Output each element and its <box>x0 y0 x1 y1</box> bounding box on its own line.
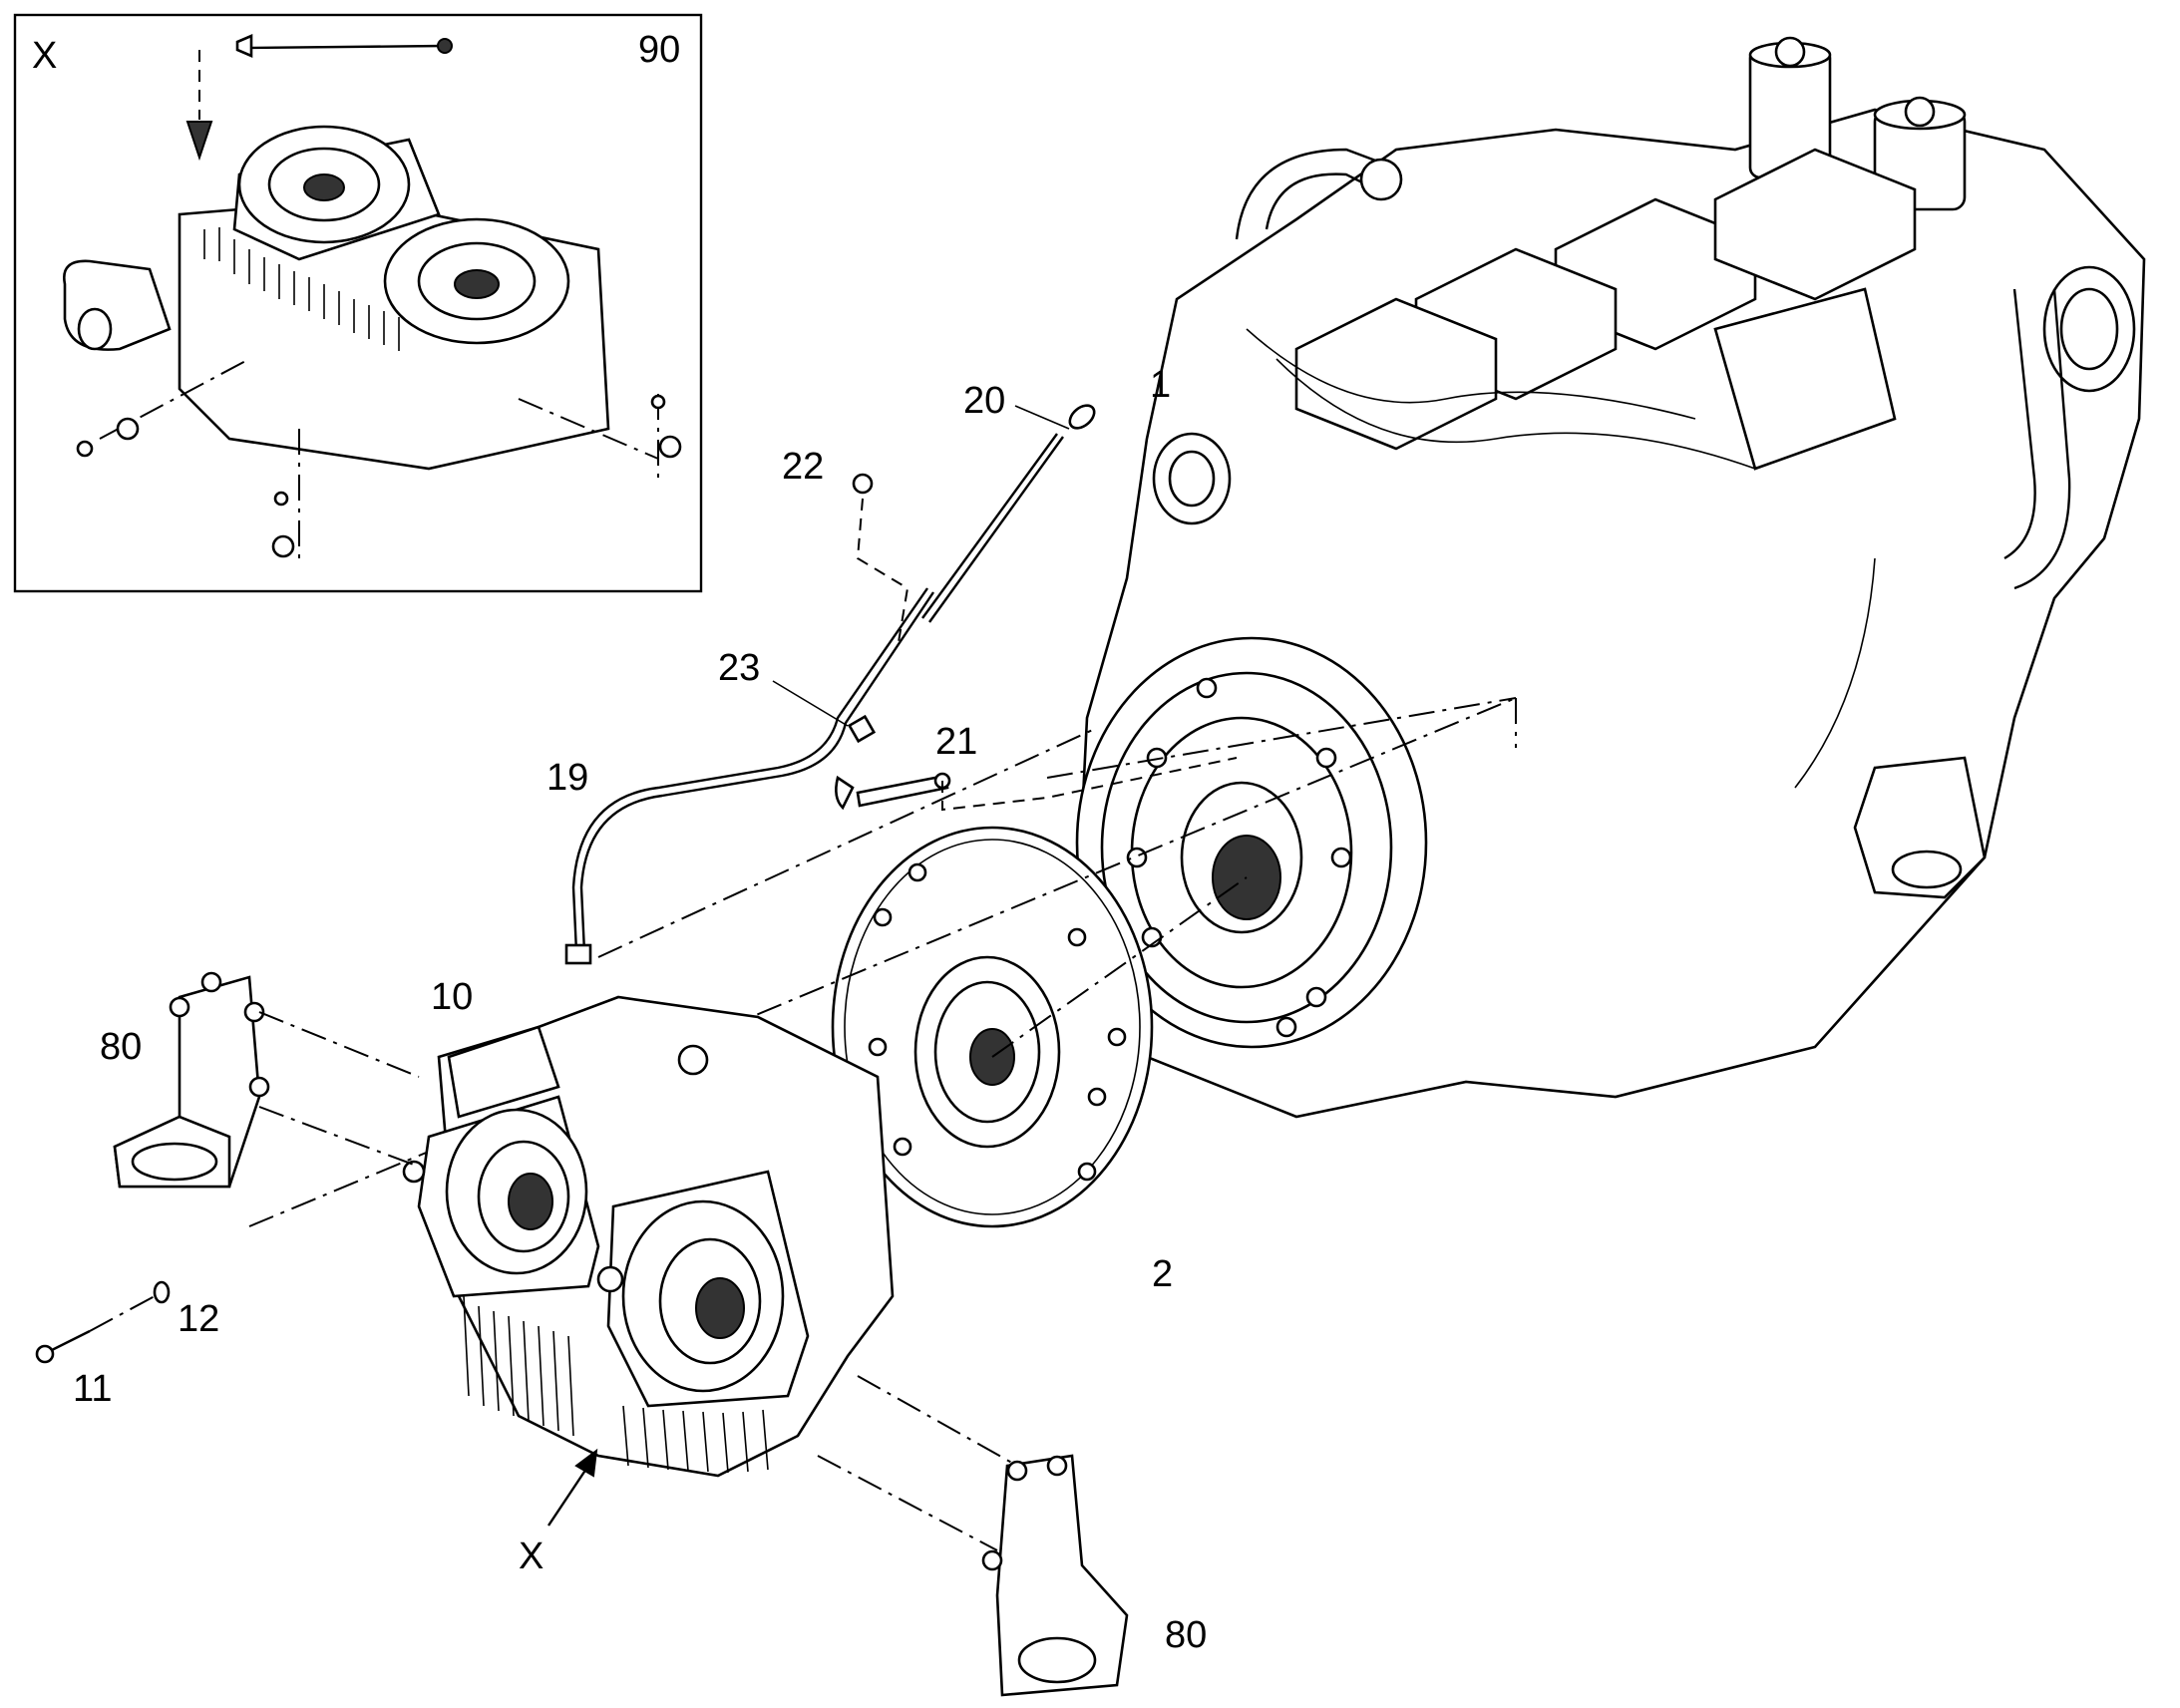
callout-80-left: 80 <box>100 1026 142 1068</box>
inset-fasteners <box>76 358 682 558</box>
mount-right: 80 <box>817 1375 1207 1697</box>
dipstick-tube-assembly: 19 20 21 22 23 <box>546 380 1238 965</box>
dipstick-tube <box>571 587 928 953</box>
callout-1: 1 <box>1150 364 1171 406</box>
bolt-and-washer: 12 11 <box>35 1280 219 1410</box>
callout-19: 19 <box>546 757 588 799</box>
dipstick <box>921 433 1058 619</box>
callout-21: 21 <box>935 721 977 763</box>
callout-10: 10 <box>431 976 473 1018</box>
inset-sensor-rod <box>185 34 453 162</box>
flywheel-part: 2 <box>831 826 1173 1295</box>
callout-20: 20 <box>963 380 1005 422</box>
bracket-21 <box>856 774 949 808</box>
callout-80-right: 80 <box>1165 1614 1207 1656</box>
inset-housing <box>63 125 610 471</box>
view-arrow-label: X <box>519 1536 544 1577</box>
transmission-housing: 10 <box>402 976 895 1478</box>
nut-22 <box>852 473 874 495</box>
callout-23: 23 <box>718 647 760 689</box>
mount-left: 80 <box>100 971 420 1189</box>
inset-view-label: X <box>32 35 57 77</box>
callout-11: 11 <box>73 1368 112 1410</box>
engine-assembly: 1 <box>1075 36 2146 1119</box>
callout-22: 22 <box>782 446 824 488</box>
callout-2: 2 <box>1152 1253 1173 1295</box>
detail-view-x-inset: X 90 <box>13 13 703 593</box>
view-direction-arrow: X <box>519 1448 598 1577</box>
callout-12: 12 <box>178 1298 219 1340</box>
inset-callout-90: 90 <box>638 29 680 71</box>
